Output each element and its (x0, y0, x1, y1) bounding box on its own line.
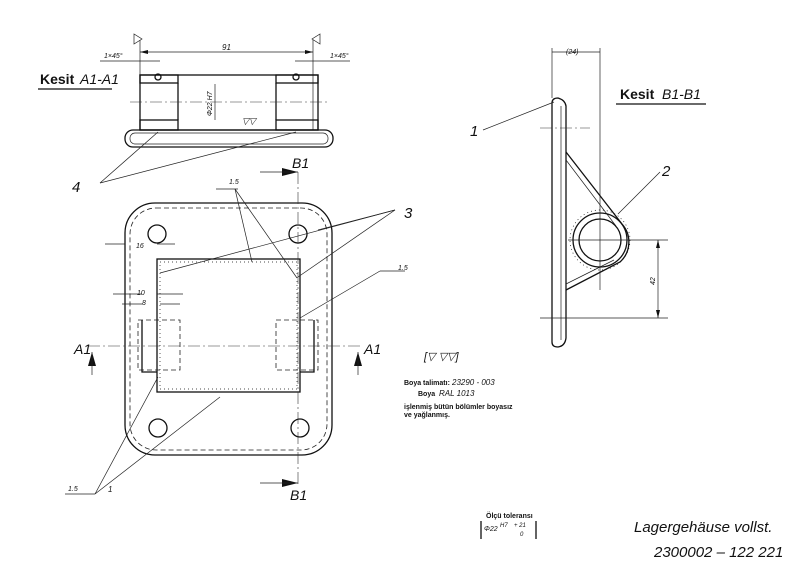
section-b-title-id: B1-B1 (662, 86, 701, 102)
surface-symbol-icon (133, 33, 143, 45)
section-a1-a1: Kesit A1-A1 91 1×45° 1×45° Φ22 H7 ▽▽ (38, 33, 350, 148)
tolerance-upper: + 21 (514, 523, 526, 529)
title-block: Lagergehäuse vollst. 2300002 – 122 221 (634, 519, 783, 561)
paint-notes: [▽ ▽▽] Boya talimatı: 23290 - 003 Boya R… (404, 351, 513, 419)
tolerance-fit: H7 (500, 523, 508, 529)
part-number-3: 3 (404, 205, 413, 222)
tolerance-table: Ölçü toleransı Φ22 H7 + 21 0 (480, 511, 537, 539)
bore-dim: Φ22 H7 (207, 90, 214, 116)
weld-right-label: 1.5 (398, 265, 408, 272)
weld-top-label: 1.5 (229, 179, 239, 186)
chamfer-right: 1×45° (330, 52, 349, 60)
remark-line-2: ve yağlanmış. (404, 412, 450, 419)
part-number-2: 2 (661, 163, 671, 180)
surface-symbol-icon (311, 33, 321, 45)
paint-instruction-label: Boya talimatı: (404, 380, 450, 387)
cut-b-bottom-label: B1 (290, 487, 307, 503)
dim-16: 16 (136, 243, 144, 250)
paint-label: Boya (418, 391, 435, 398)
cut-b-top-label: B1 (292, 155, 309, 171)
section-b-title-prefix: Kesit (620, 86, 655, 102)
plan-view: A1 A1 B1 B1 16 10 8 1.5 1.5 1.5 1 3 (65, 155, 413, 503)
part-number-4: 4 (72, 179, 80, 196)
chamfer-left: 1×45° (104, 52, 123, 60)
tolerance-lower: 0 (520, 532, 524, 538)
dim-91: 91 (222, 43, 231, 52)
part-number-1: 1 (470, 123, 478, 140)
cut-a-left-label: A1 (73, 341, 91, 357)
section-a-title-id: A1-A1 (79, 71, 119, 87)
tolerance-label: Ölçü toleransı (486, 511, 533, 520)
part-number-1-plan: 1 (108, 485, 112, 494)
section-b1-b1: Kesit B1-B1 (24) 42 1 2 (470, 48, 706, 348)
tolerance-nominal: Φ22 (484, 526, 498, 533)
drawing-number: 2300002 – 122 221 (653, 544, 783, 561)
drawing-title: Lagergehäuse vollst. (634, 519, 772, 536)
surface-legend: [▽ ▽▽] (423, 351, 459, 363)
dim-42: 42 (650, 277, 657, 285)
weld-bottom-label: 1.5 (68, 486, 78, 493)
section-a-title-prefix: Kesit (40, 71, 75, 87)
dim-8: 8 (142, 300, 146, 307)
cut-a-right-label: A1 (363, 341, 381, 357)
remark-line-1: işlenmiş bütün bölümler boyasız (404, 404, 513, 411)
surface-finish-symbol: ▽▽ (242, 116, 258, 126)
paint-instruction-value: 23290 - 003 (451, 378, 495, 387)
dim-10: 10 (137, 290, 145, 297)
dim-24: (24) (566, 49, 578, 56)
paint-value: RAL 1013 (439, 389, 475, 398)
